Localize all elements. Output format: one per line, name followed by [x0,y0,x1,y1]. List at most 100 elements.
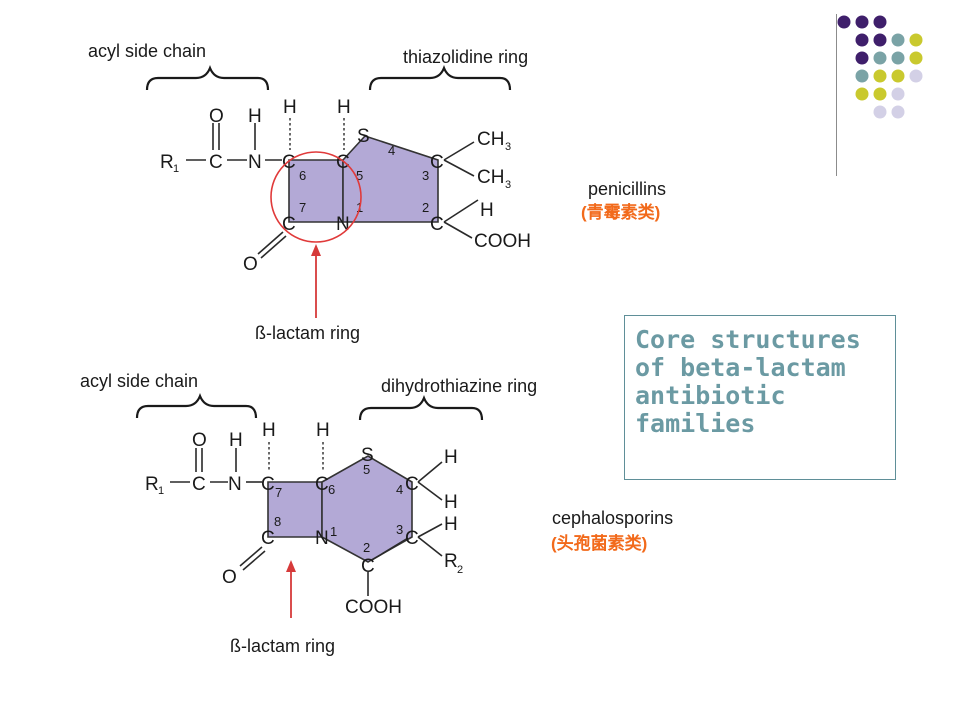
ring-position-number: 4 [388,143,395,158]
atom-subscript: 2 [457,564,463,576]
atom-label: H [444,447,458,468]
atom-label: H [337,97,351,118]
penicillin-ring-label: thiazolidine ring [403,47,528,67]
bond [242,550,266,571]
ring-position-number: 5 [356,168,363,183]
decorative-dot [855,69,869,83]
atom-label: C [336,152,350,173]
atom-label: N [248,152,262,173]
atom-label: R [145,474,159,495]
atom-label: C [209,152,223,173]
decorative-dot [837,15,851,29]
atom-label: C [192,474,206,495]
atom-label: O [209,106,224,127]
cephalosporin-acyl-label: acyl side chain [80,371,198,391]
ring-position-number: 3 [422,168,429,183]
ring-position-number: 7 [275,485,282,500]
atom-label: S [361,445,374,466]
atom-label: O [192,430,207,451]
bond [417,536,443,557]
penicillin-acyl-label: acyl side chain [88,41,206,61]
atom-label: CH [477,129,504,150]
callout-line: Core structures [635,325,861,354]
atom-subscript: 3 [505,141,511,153]
atom-label: CH [477,167,504,188]
penicillin-beta-lactam-ring [288,159,344,223]
ring-position-number: 4 [396,482,403,497]
decorative-dot [855,33,869,47]
decorative-dot [855,51,869,65]
ring-position-number: 7 [299,200,306,215]
decorative-dot [873,33,887,47]
atom-label: H [283,97,297,118]
decorative-dot-grid [837,15,923,119]
penicillin-ring-brace [368,65,512,91]
decorative-dot [855,15,869,29]
atom-label: H [262,420,276,441]
cephalosporin-family-name: cephalosporins [552,508,673,528]
atom-label: COOH [474,231,531,252]
bond [417,481,443,501]
atom-label: H [444,514,458,535]
decorative-dot [909,33,923,47]
cephalosporin-beta-lactam-label: ß-lactam ring [230,636,335,656]
atom-label: C [361,556,375,577]
cephalosporin-structure: acyl side chain dihydrothiazine ring O H [80,371,673,656]
decorative-dot [873,15,887,29]
callout-line: antibiotic [635,381,786,410]
atom-label: H [444,492,458,513]
decorative-dot [891,87,905,101]
cephalosporin-ring-brace [358,395,484,421]
ring-position-number: 5 [363,462,370,477]
cephalosporin-dihydrothiazine-ring [321,455,413,563]
arrow-head [286,560,296,572]
penicillin-beta-lactam-highlight [270,151,362,243]
penicillin-family-name: penicillins [588,179,666,199]
atom-label: COOH [345,597,402,618]
atom-label: H [248,106,262,127]
cephalosporin-family-cn: (头孢菌素类) [551,533,647,553]
ring-position-number: 2 [422,200,429,215]
atom-label: C [430,152,444,173]
atom-label: C [282,214,296,235]
decorative-dot [873,87,887,101]
cephalosporin-ring-label: dihydrothiazine ring [381,376,537,396]
atom-subscript: 3 [505,179,511,191]
bond [443,141,475,161]
bond [239,546,263,567]
decorative-dot [891,33,905,47]
atom-subscript: 1 [158,485,164,497]
atom-label: H [480,200,494,221]
atom-label: H [229,430,243,451]
penicillin-structure: acyl side chain thiazolidine ring O H [88,41,666,343]
decorative-dot [891,51,905,65]
cephalosporin-acyl-brace [135,393,258,419]
atom-label: C [430,214,444,235]
callout-line: of beta-lactam [635,353,846,382]
decorative-dot [873,69,887,83]
callout-line: families [635,409,756,438]
penicillin-family-cn: (青霉素类) [581,202,660,222]
atom-label: N [336,214,350,235]
bond [371,537,409,561]
atom-label: S [357,126,370,147]
atom-label: R [444,551,458,572]
atom-label: O [243,254,258,275]
atom-label: N [228,474,242,495]
ring-position-number: 6 [299,168,306,183]
atom-label: C [405,528,419,549]
ring-position-number: 8 [274,514,281,529]
decorative-dot [909,51,923,65]
bond [443,159,475,177]
atom-label: C [261,474,275,495]
decorative-dot [891,105,905,119]
bond [417,461,443,483]
atom-label: C [405,474,419,495]
decorative-dot [873,51,887,65]
bond [443,221,473,239]
atom-label: R [160,152,174,173]
core-structures-callout: Core structures of beta-lactam antibioti… [624,315,896,480]
decorative-dot [909,69,923,83]
